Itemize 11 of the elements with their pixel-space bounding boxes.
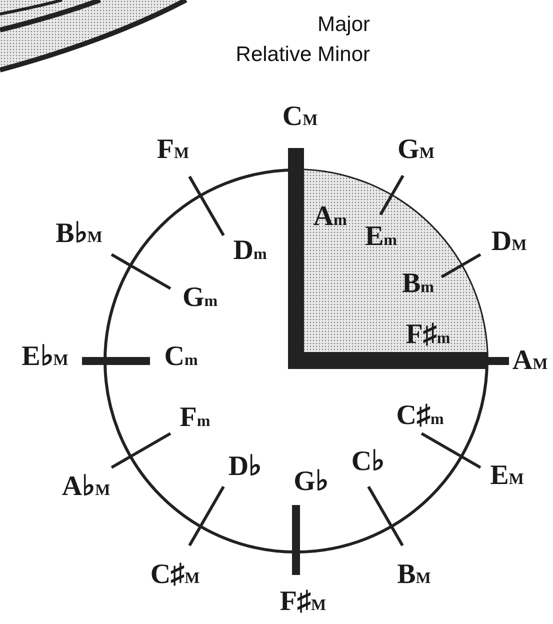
key-label: D♭ [228,452,262,482]
tick-line [110,253,172,290]
tick-line [110,432,172,469]
tick-line [420,432,482,469]
header-text: Relative Minor [236,42,370,68]
key-label: G♭ [294,467,328,497]
header-text: Major [317,12,370,38]
tick-line [188,176,225,236]
key-label: C♭ [351,447,385,477]
tick-line [188,486,225,546]
tick-line [367,486,404,546]
